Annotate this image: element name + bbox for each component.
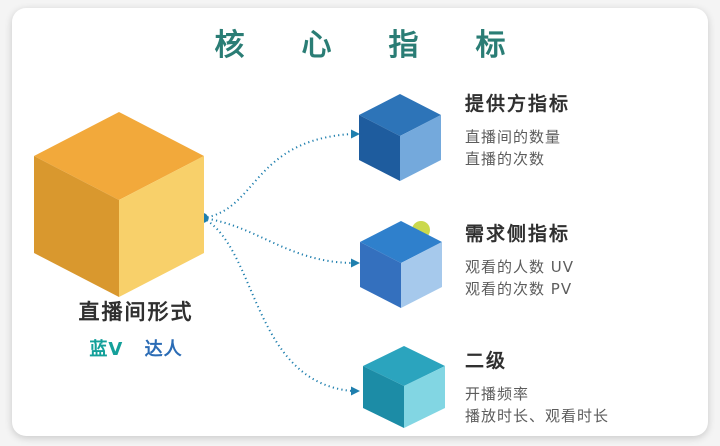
section-provider: 提供方指标 直播间的数量 直播的次数 <box>465 89 705 170</box>
connector-top <box>202 133 353 219</box>
connector-curves <box>202 133 353 392</box>
demand-cube <box>360 221 442 308</box>
arrowhead-top <box>351 129 360 139</box>
section-provider-line-1: 直播间的数量 <box>465 128 562 146</box>
source-subtitle: 蓝V 达人 <box>30 335 242 361</box>
provider-cube-left <box>359 115 400 181</box>
source-title: 直播间形式 <box>78 300 194 324</box>
section-demand-line-1: 观看的人数 UV <box>465 258 575 276</box>
arrowhead-middle <box>351 258 360 268</box>
section-demand-heading: 需求侧指标 <box>465 223 571 245</box>
arrowhead-bottom <box>351 386 360 396</box>
section-secondary-line-1: 开播频率 <box>465 385 530 403</box>
demand-cube-right <box>401 242 442 308</box>
page-title: 核心指标 <box>214 28 563 63</box>
section-provider-heading: 提供方指标 <box>465 93 571 115</box>
section-secondary-line-2: 播放时长、观看时长 <box>465 407 610 425</box>
source-cube-left <box>34 156 119 297</box>
section-demand: 需求侧指标 观看的人数 UV 观看的次数 PV <box>465 219 705 300</box>
secondary-cube <box>363 346 445 428</box>
provider-cube <box>359 94 441 181</box>
source-label-block: 直播间形式 蓝V 达人 <box>30 296 242 361</box>
secondary-cube-left <box>363 366 404 428</box>
section-secondary-heading: 二级 <box>465 350 508 372</box>
secondary-cube-right <box>404 366 445 428</box>
provider-cube-right <box>400 115 441 181</box>
source-cube <box>34 112 204 297</box>
source-cube-right <box>119 156 204 297</box>
source-type-daren: 达人 <box>144 339 183 360</box>
source-type-blue-v: 蓝V <box>89 339 124 360</box>
section-demand-line-2: 观看的次数 PV <box>465 280 573 298</box>
connector-middle <box>202 217 353 264</box>
section-provider-line-2: 直播的次数 <box>465 150 546 168</box>
demand-cube-left <box>360 242 401 308</box>
section-secondary: 二级 开播频率 播放时长、观看时长 <box>465 346 705 427</box>
